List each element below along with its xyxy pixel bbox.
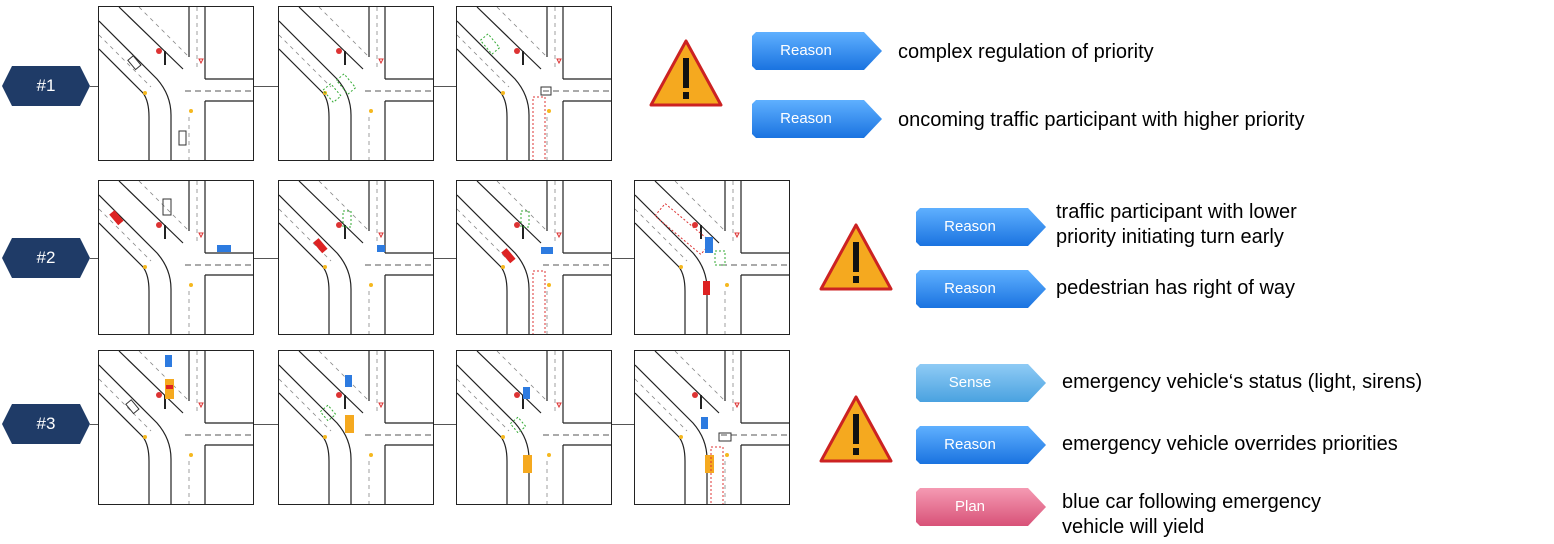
row-connector-1 <box>90 86 460 87</box>
annotation-text: complex regulation of priority <box>898 41 1154 63</box>
scenario-3-frame-3 <box>456 350 612 505</box>
scenario-2-frame-1 <box>98 180 254 335</box>
hexagon-tag-icon <box>2 66 90 106</box>
scenario-3-frame-2 <box>278 350 434 505</box>
sense-tag: Sense <box>916 364 1046 402</box>
warning-triangle-icon <box>818 222 894 292</box>
reason-tag: Reason <box>752 32 882 70</box>
annotation-text-line-2: priority initiating turn early <box>1056 226 1284 248</box>
row-tag-2: #2 <box>2 238 90 278</box>
scenario-2-frame-2 <box>278 180 434 335</box>
annotation-text: traffic participant with lower priority … <box>1056 200 1297 250</box>
scenario-2-frame-4 <box>634 180 790 335</box>
scenario-1-frame-2 <box>278 6 434 161</box>
scenario-1-frame-3 <box>456 6 612 161</box>
annotation-text: pedestrian has right of way <box>1056 277 1296 299</box>
annotation-text-line-2: vehicle will yield <box>1062 516 1205 538</box>
scenario-1-frame-1 <box>98 6 254 161</box>
tag-label: Reason <box>780 110 832 127</box>
tag-label: Reason <box>780 42 832 59</box>
row-tag-3: #3 <box>2 404 90 444</box>
warning-triangle-icon <box>818 394 894 464</box>
tag-label: Reason <box>944 436 996 453</box>
tag-label: Reason <box>944 280 996 297</box>
plan-tag: Plan <box>916 488 1046 526</box>
reason-tag: Reason <box>916 270 1046 308</box>
hexagon-tag-icon <box>2 238 90 278</box>
annotation-text: blue car following emergency vehicle wil… <box>1062 490 1321 540</box>
tag-label: Reason <box>944 218 996 235</box>
scenario-2-frame-3 <box>456 180 612 335</box>
annotation-text: emergency vehicle overrides priorities <box>1062 433 1398 455</box>
row-label-1: #1 <box>36 76 56 95</box>
annotation-text-line-1: blue car following emergency <box>1062 491 1322 513</box>
row-tag-1: #1 <box>2 66 90 106</box>
reason-tag: Reason <box>916 426 1046 464</box>
annotation-text: emergency vehicle‘s status (light, siren… <box>1062 371 1423 393</box>
row-label-2: #2 <box>36 248 56 267</box>
tag-label: Plan <box>954 498 986 515</box>
annotation-text: oncoming traffic participant with higher… <box>898 109 1305 131</box>
scenario-3-frame-1 <box>98 350 254 505</box>
reason-tag: Reason <box>752 100 882 138</box>
reason-tag: Reason <box>916 208 1046 246</box>
row-label-3: #3 <box>36 414 56 433</box>
scenario-3-frame-4 <box>634 350 790 505</box>
annotation-text-line-1: traffic participant with lower <box>1056 201 1297 223</box>
tag-label: Sense <box>948 374 992 391</box>
hexagon-tag-icon <box>2 404 90 444</box>
warning-triangle-icon <box>648 38 724 108</box>
